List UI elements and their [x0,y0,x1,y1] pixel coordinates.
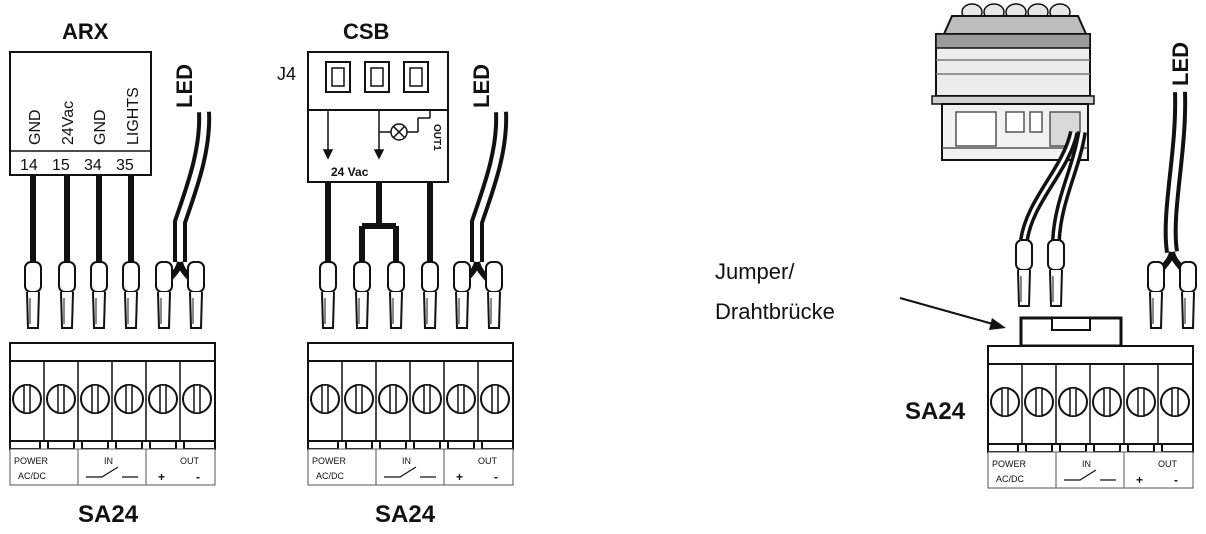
arx-term-in: IN [104,456,113,466]
wire-jumper [1019,316,1123,348]
jumper-section: LED Jumper/ Drahtbrücke POWER AC/DC IN O… [715,3,1197,488]
arx-term-acdc: AC/DC [18,471,47,481]
arx-sa24-label: SA24 [78,501,139,528]
csb-sa24-label: SA24 [375,501,436,528]
csb-term-in: IN [402,456,411,466]
arx-pin-gnd-2: GND [92,109,109,145]
csb-term-plus: + [456,470,463,484]
arx-pin-lights: LIGHTS [125,87,142,145]
csb-terminal-block: POWER AC/DC IN OUT + - [308,343,513,485]
csb-term-minus: - [494,470,498,484]
right-term-minus: - [1174,473,1178,487]
csb-section: CSB J4 24 Vac OUT1 [277,19,513,528]
arx-term-minus: - [196,470,200,484]
right-term-in: IN [1082,459,1091,469]
arx-pin-gnd-1: GND [27,109,44,145]
right-terminal-block: POWER AC/DC IN OUT + - [988,346,1193,488]
csb-term-out: OUT [478,456,498,466]
csb-term-acdc: AC/DC [316,471,345,481]
right-led-label: LED [1168,42,1193,86]
right-term-out: OUT [1158,459,1178,469]
right-led-cable [1153,91,1191,283]
arx-num-35: 35 [116,157,134,174]
csb-connector-slots [325,61,429,93]
arx-title: ARX [62,19,109,44]
arx-num-15: 15 [52,157,70,174]
csb-out1-label: OUT1 [431,124,442,151]
csb-led-label: LED [469,64,494,108]
arx-num-34: 34 [84,157,102,174]
right-sa24-label: SA24 [905,398,966,425]
right-term-power: POWER [992,459,1027,469]
csb-term-power: POWER [312,456,347,466]
jumper-label-line1: Jumper/ [715,259,795,284]
jumper-arrow [899,297,1006,330]
csb-j4-label: J4 [277,64,296,84]
arx-term-power: POWER [14,456,49,466]
csb-internal-circuit [322,110,431,160]
arx-num-14: 14 [20,157,38,174]
transformer-wires [1019,130,1087,241]
jumper-label-line2: Drahtbrücke [715,299,835,324]
arx-wires [30,175,134,262]
right-term-acdc: AC/DC [996,474,1025,484]
arx-box [9,51,152,176]
csb-title: CSB [343,19,389,44]
arx-term-plus: + [158,470,165,484]
right-term-plus: + [1136,473,1143,487]
transformer-module [931,3,1095,161]
arx-section: ARX GND 24Vac GND LIGHTS 14 15 34 35 LED [9,19,215,528]
arx-led-label: LED [172,64,197,108]
csb-voltage-label: 24 Vac [331,165,369,179]
csb-wires [325,182,433,262]
arx-term-out: OUT [180,456,200,466]
arx-pin-24vac: 24Vac [60,101,77,145]
arx-terminal-block: POWER AC/DC IN OUT + - [10,343,215,485]
